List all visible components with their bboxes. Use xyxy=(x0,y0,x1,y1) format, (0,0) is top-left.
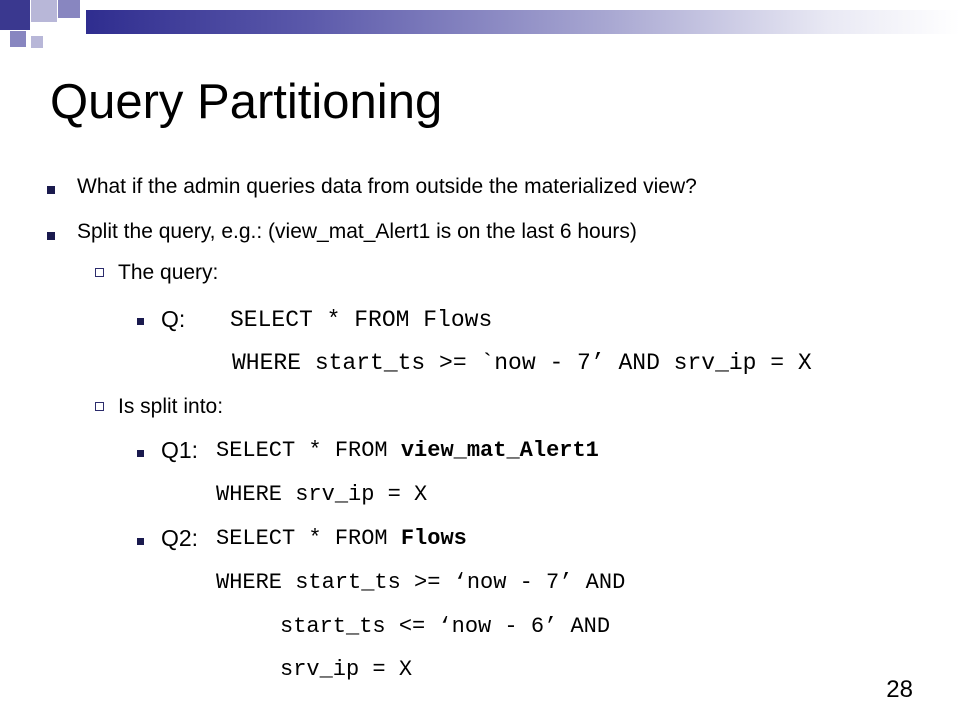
header-gradient-bar xyxy=(86,10,960,34)
hollow-square-icon xyxy=(95,402,104,411)
query-label: Q2: xyxy=(161,525,199,551)
query-code: WHERE start_ts >= ‘now - 7’ AND xyxy=(216,570,626,595)
header-square-mid xyxy=(58,0,80,18)
slide-title: Query Partitioning xyxy=(50,75,443,129)
query-table: view_mat_Alert1 xyxy=(400,438,599,463)
query-code: WHERE start_ts >= `now - 7’ AND srv_ip =… xyxy=(232,350,812,376)
bullet-square-icon xyxy=(47,186,55,194)
query-code: srv_ip = X xyxy=(280,657,413,682)
query-code: SELECT * FROM Flows xyxy=(230,307,493,333)
bullet-square-icon xyxy=(137,538,144,545)
query-label: Q1: xyxy=(161,437,199,463)
query-select: SELECT * FROM xyxy=(216,438,401,463)
bullet-square-icon xyxy=(47,232,55,240)
bullet-square-icon xyxy=(137,318,144,325)
query-code: SELECT * FROM Flows xyxy=(216,526,467,551)
header-square-light xyxy=(31,0,57,22)
bullet-square-icon xyxy=(137,450,144,457)
bullet-text: What if the admin queries data from outs… xyxy=(77,175,697,198)
query-table: Flows xyxy=(400,526,467,551)
sub-bullet-text: Is split into: xyxy=(118,395,224,418)
header-square-dark xyxy=(0,0,30,30)
query-code: WHERE srv_ip = X xyxy=(216,482,428,507)
header-square-tiny xyxy=(31,36,43,48)
query-code: SELECT * FROM view_mat_Alert1 xyxy=(216,438,599,463)
bullet-text: Split the query, e.g.: (view_mat_Alert1 … xyxy=(77,220,637,243)
slide-number: 28 xyxy=(886,676,913,703)
sub-bullet-text: The query: xyxy=(118,261,219,284)
header-square-small xyxy=(10,31,26,47)
query-label: Q: xyxy=(161,306,186,332)
hollow-square-icon xyxy=(95,268,104,277)
query-select: SELECT * FROM xyxy=(216,526,401,551)
query-code: start_ts <= ‘now - 6’ AND xyxy=(280,614,611,639)
